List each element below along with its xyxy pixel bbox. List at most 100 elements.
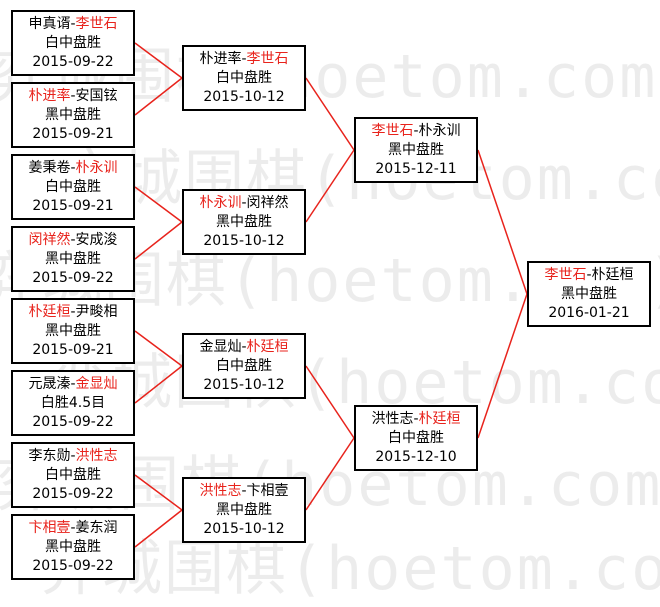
player-name: 朴廷桓 [418, 411, 461, 427]
separator: - [586, 267, 592, 283]
match-date: 2015-10-12 [203, 521, 285, 537]
match-date: 2015-09-21 [32, 198, 114, 214]
player-name: 朴廷桓 [28, 304, 71, 320]
match-players: 姜秉卷-朴永训 [13, 159, 133, 178]
connector-line [305, 365, 355, 439]
player-name: 李世石 [246, 51, 289, 67]
connector-line [134, 42, 183, 79]
connector-line [305, 149, 355, 223]
separator: - [70, 16, 76, 32]
player-name: 闵祥然 [246, 195, 289, 211]
match-players: 李东勋-洪性志 [13, 447, 133, 466]
match-players: 申真谞-李世石 [13, 15, 133, 34]
match-players: 洪性志-卞相壹 [184, 482, 304, 501]
match-result: 白中盘胜 [45, 35, 101, 51]
match-box: 申真谞-李世石白中盘胜 2015-09-22 [11, 10, 135, 76]
player-name: 李世石 [544, 267, 587, 283]
player-name: 朴廷桓 [591, 267, 634, 283]
connector-line [134, 365, 183, 404]
match-players: 金显灿-朴廷桓 [184, 338, 304, 357]
player-name: 尹畯相 [75, 304, 118, 320]
player-name: 姜秉卷 [28, 160, 71, 176]
player-name: 洪性志 [75, 448, 118, 464]
player-name: 李世石 [371, 123, 414, 139]
connector-line [134, 77, 183, 116]
player-name: 闵祥然 [28, 232, 71, 248]
separator: - [70, 232, 76, 248]
player-name: 朴永训 [199, 195, 242, 211]
connector-line [134, 509, 183, 548]
separator: - [70, 520, 76, 536]
match-players: 洪性志-朴廷桓 [356, 410, 476, 429]
separator: - [70, 448, 76, 464]
match-result: 黑中盘胜 [216, 214, 272, 230]
match-result: 黑中盘胜 [561, 286, 617, 302]
player-name: 卞相壹 [28, 520, 71, 536]
player-name: 金显灿 [199, 339, 242, 355]
player-name: 元晟溱 [28, 376, 71, 392]
connector-line [134, 186, 183, 223]
match-date: 2015-09-22 [32, 54, 114, 70]
bracket-connectors [134, 42, 528, 548]
separator: - [70, 304, 76, 320]
match-result: 白胜4.5目 [40, 395, 106, 411]
player-name: 李世石 [75, 16, 118, 32]
match-players: 元晟溱-金显灿 [13, 375, 133, 394]
match-date: 2015-09-21 [32, 126, 114, 142]
connector-line [305, 77, 355, 151]
player-name: 朴进率 [28, 88, 71, 104]
player-name: 安成浚 [75, 232, 118, 248]
player-name: 朴进率 [199, 51, 242, 67]
player-name: 朴永训 [418, 123, 461, 139]
match-players: 卞相壹-姜东润 [13, 519, 133, 538]
match-result: 黑中盘胜 [45, 539, 101, 555]
separator: - [241, 51, 247, 67]
player-name: 金显灿 [75, 376, 118, 392]
connector-line [477, 149, 528, 295]
match-result: 黑中盘胜 [216, 502, 272, 518]
match-date: 2015-09-22 [32, 414, 114, 430]
player-name: 朴廷桓 [246, 339, 289, 355]
separator: - [413, 123, 419, 139]
match-result: 白中盘胜 [216, 70, 272, 86]
match-result: 黑中盘胜 [388, 142, 444, 158]
separator: - [70, 376, 76, 392]
tournament-bracket: 弈城围棋(hoetom.com) 弈城围棋(hoetom.com) 弈城围棋(h… [0, 10, 660, 604]
match-result: 白中盘胜 [45, 179, 101, 195]
match-date: 2015-12-10 [375, 449, 457, 465]
match-result: 白中盘胜 [45, 467, 101, 483]
match-result: 白中盘胜 [216, 358, 272, 374]
match-date: 2015-09-22 [32, 558, 114, 574]
player-name: 姜东润 [75, 520, 118, 536]
separator: - [70, 88, 76, 104]
match-date: 2015-10-12 [203, 89, 285, 105]
match-result: 黑中盘胜 [45, 323, 101, 339]
match-result: 黑中盘胜 [45, 251, 101, 267]
separator: - [241, 483, 247, 499]
connector-line [134, 221, 183, 260]
match-date: 2015-12-11 [375, 161, 457, 177]
match-players: 李世石-朴永训 [356, 122, 476, 141]
player-name: 李东勋 [28, 448, 71, 464]
match-players: 李世石-朴廷桓 [529, 266, 649, 285]
match-players: 朴永训-闵祥然 [184, 194, 304, 213]
match-result: 黑中盘胜 [45, 107, 101, 123]
match-players: 朴进率-李世石 [184, 50, 304, 69]
player-name: 朴永训 [75, 160, 118, 176]
connector-line [134, 474, 183, 511]
separator: - [241, 195, 247, 211]
connector-line [305, 437, 355, 511]
player-name: 卞相壹 [246, 483, 289, 499]
player-name: 洪性志 [371, 411, 414, 427]
